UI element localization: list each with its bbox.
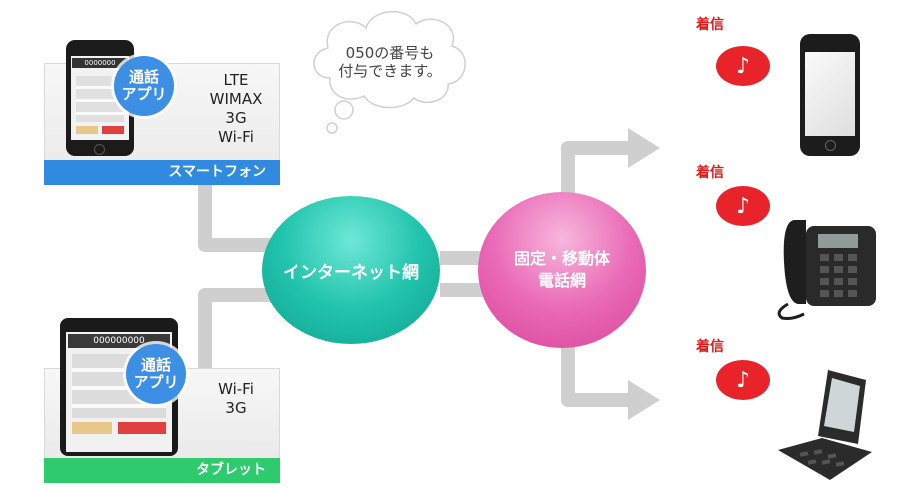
arrow-lower-head: [628, 380, 660, 420]
arrow-upper-head: [628, 128, 660, 168]
internet-network-circle: インターネット網: [262, 196, 440, 344]
flip-phone-icon: [778, 370, 872, 480]
ringtone-note-icon: ♪: [716, 186, 770, 226]
desk-phone-icon: [777, 220, 876, 320]
tablet-networks: Wi-Fi 3G: [218, 380, 254, 417]
smartphone-app-badge: 通話アプリ: [114, 56, 174, 116]
receiver-smartphone-icon: [800, 34, 860, 156]
internet-network-label: インターネット網: [283, 262, 419, 283]
thought-cloud: [313, 10, 466, 134]
phone-network-label-line2: 電話網: [537, 271, 586, 290]
phone-network-label-line1: 固定・移動体: [513, 249, 610, 268]
tablet-screen-number: 000000000: [68, 334, 170, 348]
ringtone-note-icon: ♪: [716, 360, 770, 400]
smartphone-label-bar: スマートフォン: [44, 160, 280, 185]
incoming-label-2: 着信: [696, 165, 724, 181]
tablet-label: タブレット: [196, 462, 266, 478]
tablet-app-badge: 通話アプリ: [126, 344, 186, 404]
incoming-label-3: 着信: [696, 339, 724, 355]
tablet-label-bar: タブレット: [44, 458, 280, 483]
smartphone-screen-number: 0000000: [72, 58, 128, 68]
ringtone-note-icon: ♪: [716, 46, 770, 86]
smartphone-label: スマートフォン: [168, 164, 266, 180]
smartphone-networks: LTE WIMAX 3G Wi-Fi: [209, 71, 263, 146]
incoming-label-1: 着信: [696, 17, 724, 33]
cloud-text: 050の番号も 付与できます。: [338, 44, 442, 80]
phone-network-circle: 固定・移動体 電話網: [478, 192, 646, 348]
